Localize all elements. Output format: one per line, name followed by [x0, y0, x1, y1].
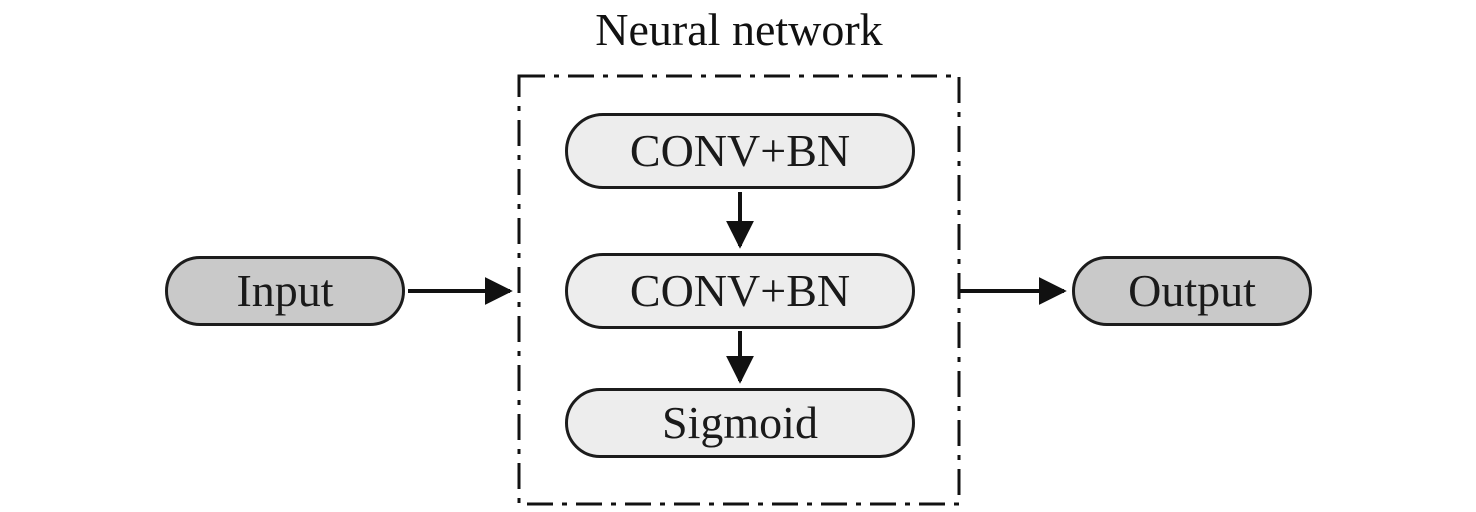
layer-node-label: CONV+BN [629, 265, 851, 316]
output-node: Output [1072, 256, 1312, 326]
layer-node-label: CONV+BN [629, 125, 851, 176]
output-node-label: Output [1128, 265, 1256, 316]
layer-node-label: Sigmoid [662, 397, 818, 448]
input-node: Input [165, 256, 405, 326]
input-node-label: Input [236, 265, 334, 316]
diagram-title: Neural network [595, 4, 883, 55]
layer-node-conv-bn-1: CONV+BN [565, 113, 915, 189]
layer-node-conv-bn-2: CONV+BN [565, 253, 915, 329]
layer-node-sigmoid: Sigmoid [565, 388, 915, 458]
